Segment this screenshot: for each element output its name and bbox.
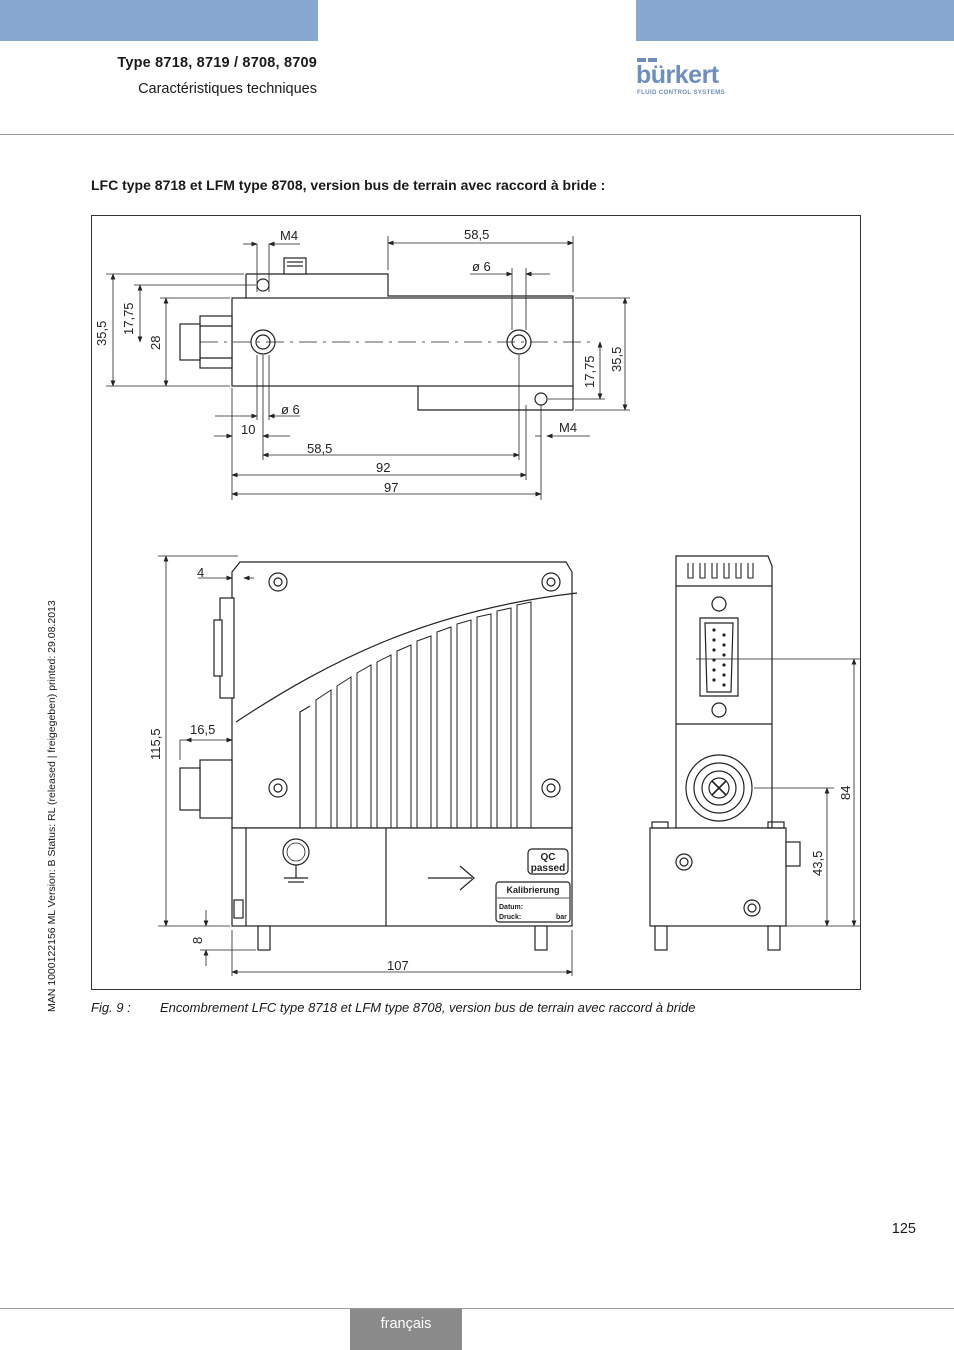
top-view-dimensions bbox=[106, 236, 630, 500]
dim-84: 84 bbox=[838, 786, 853, 800]
front-view bbox=[649, 555, 801, 951]
figure-frame bbox=[91, 215, 861, 990]
dim-8: 8 bbox=[190, 937, 205, 944]
qc-line1: QC bbox=[541, 852, 556, 863]
section-heading: LFC type 8718 et LFM type 8708, version … bbox=[91, 177, 606, 193]
dim-92: 92 bbox=[376, 460, 390, 475]
dim-97: 97 bbox=[384, 480, 398, 495]
dim-28: 28 bbox=[148, 336, 163, 350]
dim-115-5: 115,5 bbox=[148, 728, 163, 760]
dim-4: 4 bbox=[197, 565, 204, 580]
header-bar-right bbox=[636, 0, 954, 41]
dim-17-75-right: 17,75 bbox=[582, 355, 597, 388]
document-type-title: Type 8718, 8719 / 8708, 8709 bbox=[117, 55, 317, 71]
front-view-dimensions bbox=[696, 658, 860, 927]
dim-35-5-left: 35,5 bbox=[94, 321, 109, 346]
dim-43-5: 43,5 bbox=[810, 851, 825, 876]
header-bar-left bbox=[0, 0, 318, 41]
dim-107: 107 bbox=[387, 958, 409, 973]
dim-35-5-right: 35,5 bbox=[609, 347, 624, 372]
dim-58-5-bottom: 58,5 bbox=[307, 441, 332, 456]
side-view-dimensions bbox=[158, 555, 573, 976]
dim-17-75-left: 17,75 bbox=[121, 302, 136, 335]
dim-dia-6-bottom: ø 6 bbox=[281, 402, 300, 417]
top-view bbox=[179, 257, 574, 411]
page-number: 125 bbox=[891, 1221, 916, 1237]
kal-datum: Datum: bbox=[499, 904, 523, 911]
kal-title: Kalibrierung bbox=[506, 885, 559, 895]
side-view bbox=[179, 561, 578, 951]
figure-label: Fig. 9 : bbox=[91, 1000, 131, 1015]
dim-10: 10 bbox=[241, 422, 255, 437]
dim-dia-6-top: ø 6 bbox=[472, 259, 491, 274]
kal-druck: Druck: bbox=[499, 914, 521, 921]
qc-line2: passed bbox=[531, 863, 565, 874]
language-tab: français bbox=[350, 1309, 462, 1350]
footer-divider bbox=[0, 1308, 954, 1309]
document-section-subtitle: Caractéristiques techniques bbox=[138, 81, 317, 97]
header-divider bbox=[0, 134, 954, 135]
dim-m4-top: M4 bbox=[280, 228, 298, 243]
dimension-drawing: M4 58,5 ø 6 35,5 17,75 28 17,75 35,5 ø 6… bbox=[94, 227, 860, 976]
document-status-note: MAN 1000122156 ML Version: B Status: RL … bbox=[46, 600, 58, 1012]
dim-m4-bottom: M4 bbox=[559, 420, 577, 435]
dim-58-5-top: 58,5 bbox=[464, 227, 489, 242]
burkert-logo: bürkert FLUID CONTROL SYSTEMS bbox=[636, 58, 725, 96]
svg-text:FLUID CONTROL SYSTEMS: FLUID CONTROL SYSTEMS bbox=[637, 89, 725, 96]
svg-text:bürkert: bürkert bbox=[636, 61, 720, 89]
figure-caption: Encombrement LFC type 8718 et LFM type 8… bbox=[160, 1000, 696, 1015]
dim-16-5: 16,5 bbox=[190, 722, 215, 737]
kal-unit: bar bbox=[556, 914, 567, 921]
